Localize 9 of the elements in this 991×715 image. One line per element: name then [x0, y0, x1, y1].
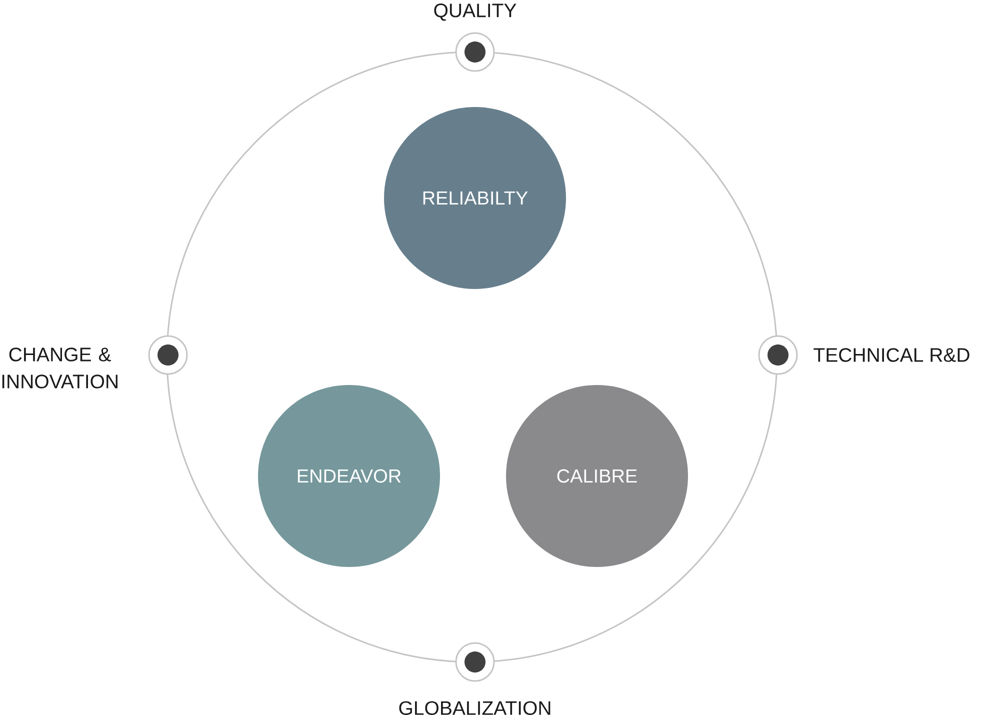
marker-dot — [455, 642, 495, 682]
side-label: GLOBALIZATION — [399, 701, 550, 715]
marker-dot — [148, 335, 188, 375]
side-label: QUALITY — [434, 4, 516, 21]
side-label: TECHNICAL R&D — [814, 348, 970, 362]
marker-dot — [455, 32, 495, 72]
outer-ring — [166, 51, 778, 663]
marker-dot — [758, 335, 798, 375]
side-label: CHANGE & INNOVATION — [2, 348, 118, 388]
